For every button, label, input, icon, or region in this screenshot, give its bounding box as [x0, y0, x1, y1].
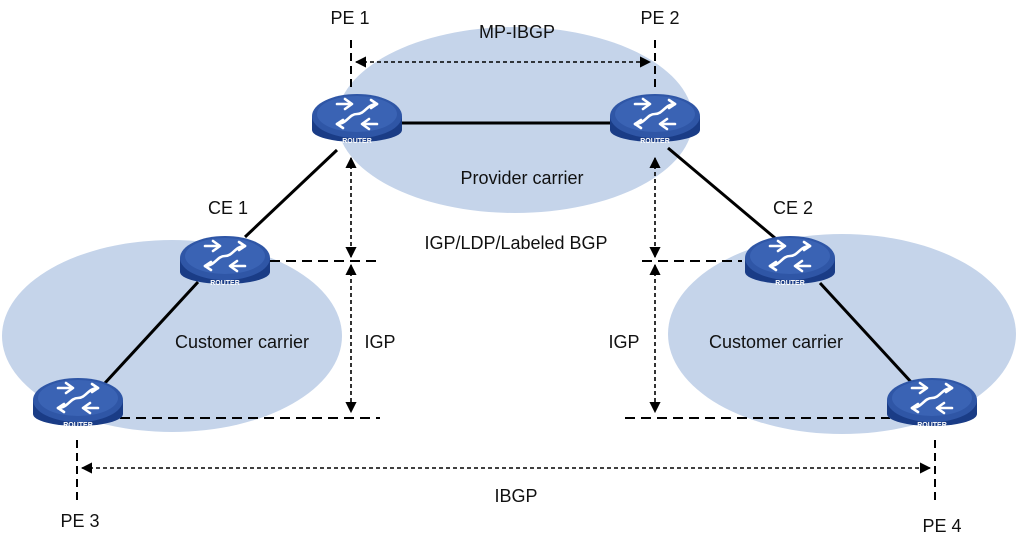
provider-carrier-cloud	[337, 27, 693, 213]
router-pe2: ROUTER	[608, 92, 702, 145]
router-icon	[31, 376, 125, 428]
link-ce1-pe3	[103, 280, 200, 385]
router-icon	[885, 376, 979, 428]
label-provider-carrier: Provider carrier	[460, 168, 583, 188]
router-ce2: ROUTER	[743, 234, 837, 287]
links	[103, 121, 914, 385]
label-ce2: CE 2	[773, 198, 813, 218]
router-badge: ROUTER	[775, 280, 805, 287]
router-icon	[310, 92, 404, 144]
router-ce1: ROUTER	[178, 234, 272, 287]
label-customer-carrier-left: Customer carrier	[175, 332, 309, 352]
link-ce2-pe4	[818, 281, 914, 385]
label-pe1: PE 1	[330, 8, 369, 28]
link-pe1-ce1	[243, 148, 339, 239]
label-igp-right: IGP	[608, 332, 639, 352]
router-pe4: ROUTER	[885, 376, 979, 429]
router-icon	[608, 92, 702, 144]
boundaries	[120, 260, 890, 419]
session-arrows	[80, 56, 932, 474]
router-badge: ROUTER	[342, 138, 372, 145]
stubs	[76, 40, 936, 505]
label-igp-ldp-labeled-bgp: IGP/LDP/Labeled BGP	[424, 233, 607, 253]
label-pe3: PE 3	[60, 511, 99, 531]
label-pe4: PE 4	[922, 516, 961, 536]
label-pe2: PE 2	[640, 8, 679, 28]
label-mp-ibgp: MP-IBGP	[479, 22, 555, 42]
link-pe2-ce2	[667, 146, 776, 240]
label-ibgp: IBGP	[494, 486, 537, 506]
router-icon	[743, 234, 837, 286]
router-pe3: ROUTER	[31, 376, 125, 429]
label-igp-left: IGP	[364, 332, 395, 352]
router-badge: ROUTER	[917, 422, 947, 429]
label-customer-carrier-right: Customer carrier	[709, 332, 843, 352]
router-pe1: ROUTER	[310, 92, 404, 145]
router-badge: ROUTER	[63, 422, 93, 429]
router-icon	[178, 234, 272, 286]
label-ce1: CE 1	[208, 198, 248, 218]
router-badge: ROUTER	[640, 138, 670, 145]
router-badge: ROUTER	[210, 280, 240, 287]
